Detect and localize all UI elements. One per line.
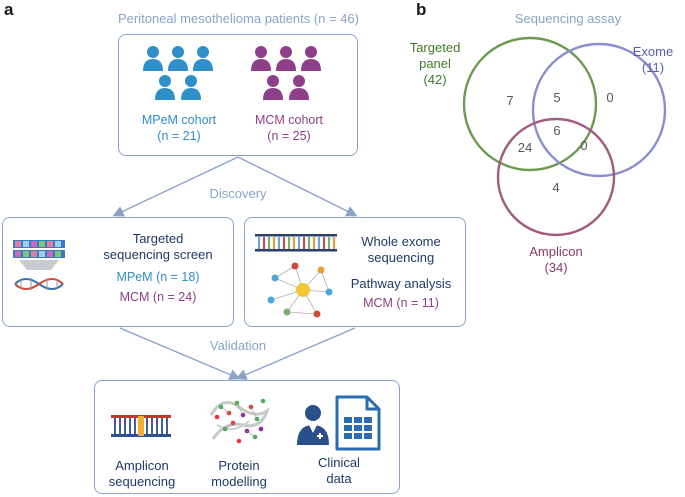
pathway-analysis-label: Pathway analysis	[350, 276, 452, 291]
amplicon-set-count: (34)	[544, 260, 568, 275]
region-targeted-exome: 5	[553, 90, 561, 105]
clinical-label-line2: data	[326, 471, 352, 486]
exome-set-circle	[531, 42, 667, 178]
mpem-cohort-label: MPeM cohort	[141, 113, 217, 127]
exome-set-label: Exome	[632, 44, 674, 59]
mcm-patients-icon	[251, 46, 321, 100]
network-icon	[267, 262, 333, 318]
exome-mcm-count: MCM (n = 11)	[363, 296, 439, 310]
exome-title-line2: sequencing	[367, 250, 435, 265]
venn-diagram	[462, 36, 667, 237]
patients-title: Peritoneal mesothelioma patients (n = 46…	[118, 11, 359, 26]
region-exome-amplicon: 0	[580, 138, 588, 153]
protein-label-line1: Protein	[218, 458, 260, 473]
targeted-set-circle	[462, 36, 598, 172]
panel-a-letter: a	[4, 0, 14, 19]
protein-structure-icon	[209, 398, 270, 444]
discovery-label: Discovery	[209, 186, 267, 201]
amplicon-set-circle	[496, 117, 616, 237]
protein-label-line2: modelling	[211, 474, 267, 489]
amplicon-label-line1: Amplicon	[115, 458, 169, 473]
targeted-sequencing-box: Targeted sequencing screen MPeM (n = 18)…	[2, 217, 234, 327]
sequencing-assay-title: Sequencing assay	[514, 11, 622, 26]
targeted-mcm-count: MCM (n = 24)	[119, 290, 197, 304]
amplicon-set-label: Amplicon	[529, 244, 583, 259]
targeted-set-count: (42)	[423, 72, 447, 87]
mpem-patients-icon	[143, 46, 213, 100]
data-document-icon	[335, 395, 381, 451]
validation-box: Amplicon sequencing Protein modelling Cl…	[94, 380, 400, 494]
validation-label: Validation	[209, 338, 267, 353]
region-all-three: 6	[553, 123, 561, 138]
mcm-cohort-n: (n = 25)	[267, 129, 311, 143]
exome-set-count: (11)	[641, 60, 665, 75]
exome-title-line1: Whole exome	[361, 234, 441, 249]
targeted-title-line2: sequencing screen	[103, 247, 213, 262]
mpem-cohort-n: (n = 21)	[157, 129, 201, 143]
doctor-icon	[297, 405, 329, 445]
panel-b-letter: b	[416, 0, 427, 19]
targeted-title-line1: Targeted	[132, 231, 184, 246]
amplicon-label-line2: sequencing	[108, 474, 176, 489]
targeted-set-label-line1: Targeted	[409, 40, 461, 55]
dna-chip-icon	[13, 240, 65, 290]
targeted-set-label-line2: panel	[419, 56, 451, 71]
discovery-arrows	[112, 156, 358, 380]
region-amplicon-only: 4	[552, 180, 560, 195]
dna-strand-icon	[255, 234, 337, 252]
clinical-label-line1: Clinical	[318, 455, 360, 470]
targeted-mpem-count: MPeM (n = 18)	[116, 270, 200, 284]
cohort-box: MPeM cohort (n = 21) MCM cohort (n = 25)	[118, 34, 358, 156]
whole-exome-box: Whole exome sequencing Pathway analysis …	[244, 217, 466, 327]
amplicon-dna-icon	[111, 415, 171, 437]
region-exome-only: 0	[606, 90, 614, 105]
region-targeted-amplicon: 24	[517, 140, 533, 155]
mcm-cohort-label: MCM cohort	[254, 113, 324, 127]
region-targeted-only: 7	[506, 93, 514, 108]
